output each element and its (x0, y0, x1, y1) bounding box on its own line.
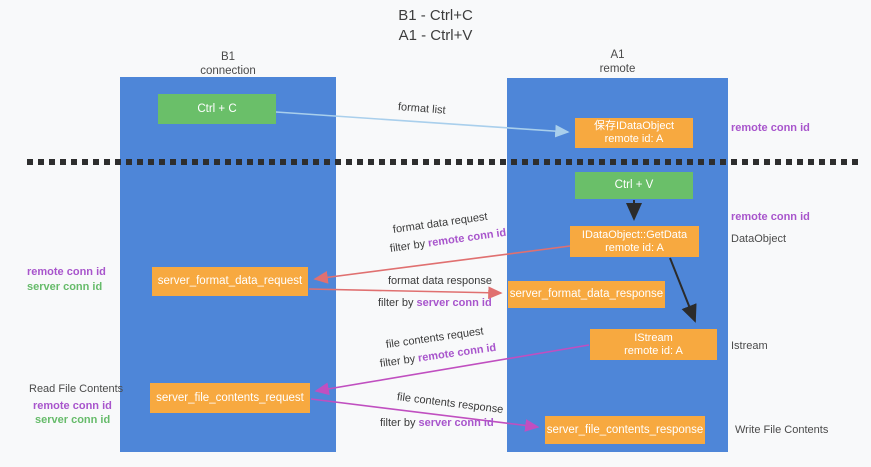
left-read-file-contents-label: Read File Contents (29, 383, 124, 395)
filter-by-text: filter by (378, 297, 414, 309)
label-format-list: format list (397, 101, 447, 117)
istream-line1: IStream (634, 331, 673, 344)
right-write-file-contents-label: Write File Contents (735, 424, 829, 436)
right-remote-conn-id-mid: remote conn id (731, 211, 810, 223)
right-remote-conn-id-top: remote conn id (731, 122, 810, 134)
filter-by-text: filter by (389, 238, 426, 255)
lane-header-b1: B1 connection (120, 50, 336, 78)
box-server-file-contents-request: server_file_contents_request (150, 383, 310, 413)
lane-header-a1: A1 remote (507, 48, 728, 76)
diagram-title: B1 - Ctrl+C A1 - Ctrl+V (0, 6, 871, 46)
lane-b1-name: B1 (220, 51, 236, 63)
ctrl-v-label: Ctrl + V (614, 179, 654, 191)
left-remote-conn-id-bottom: remote conn id (33, 400, 112, 412)
server-file-contents-response-label: server_file_contents_response (546, 423, 704, 436)
lane-a1-subtitle: remote (599, 63, 636, 75)
right-istream-label: Istream (731, 340, 768, 352)
box-ctrl-v: Ctrl + V (575, 172, 693, 199)
left-server-conn-id-mid: server conn id (27, 281, 103, 293)
istream-line2: remote id: A (624, 344, 683, 357)
label-format-data-response: format data response (388, 275, 492, 287)
right-dataobject-label: DataObject (731, 233, 787, 245)
lane-b1-subtitle: connection (200, 65, 256, 77)
save-idataobject-line2: remote id: A (604, 133, 664, 145)
box-istream: IStream remote id: A (590, 329, 717, 360)
server-format-data-response-label: server_format_data_response (509, 288, 664, 300)
arrow-format-data-response (308, 286, 503, 300)
box-ctrl-c: Ctrl + C (158, 94, 276, 124)
box-save-idataobject: 保存IDataObject remote id: A (575, 118, 693, 148)
server-conn-id-text: server conn id (416, 297, 492, 309)
server-format-data-request-label: server_format_data_request (157, 275, 303, 287)
lane-a1-name: A1 (610, 49, 625, 61)
title-line-1: B1 - Ctrl+C (398, 7, 473, 24)
box-server-file-contents-response: server_file_contents_response (545, 416, 705, 444)
getdata-line1: IDataObject::GetData (581, 228, 688, 241)
getdata-line2: remote id: A (605, 241, 664, 254)
ctrl-c-label: Ctrl + C (197, 102, 237, 115)
remote-conn-id-text: remote conn id (417, 341, 498, 365)
server-conn-id-text: server conn id (418, 417, 494, 429)
label-file-contents-response: file contents response (396, 391, 504, 416)
remote-conn-id-text: remote conn id (427, 226, 508, 250)
title-line-2: A1 - Ctrl+V (398, 27, 473, 44)
save-idataobject-line1: 保存IDataObject (593, 120, 675, 132)
left-server-conn-id-bottom: server conn id (35, 414, 111, 426)
filter-by-text: filter by (380, 417, 416, 429)
box-idataobject-getdata: IDataObject::GetData remote id: A (570, 226, 699, 257)
filter-by-text: filter by (379, 353, 416, 370)
box-server-format-data-response: server_format_data_response (508, 281, 665, 308)
dashed-separator (27, 159, 860, 165)
box-server-format-data-request: server_format_data_request (152, 267, 308, 296)
server-file-contents-request-label: server_file_contents_request (156, 391, 304, 404)
left-remote-conn-id-mid: remote conn id (27, 266, 106, 278)
